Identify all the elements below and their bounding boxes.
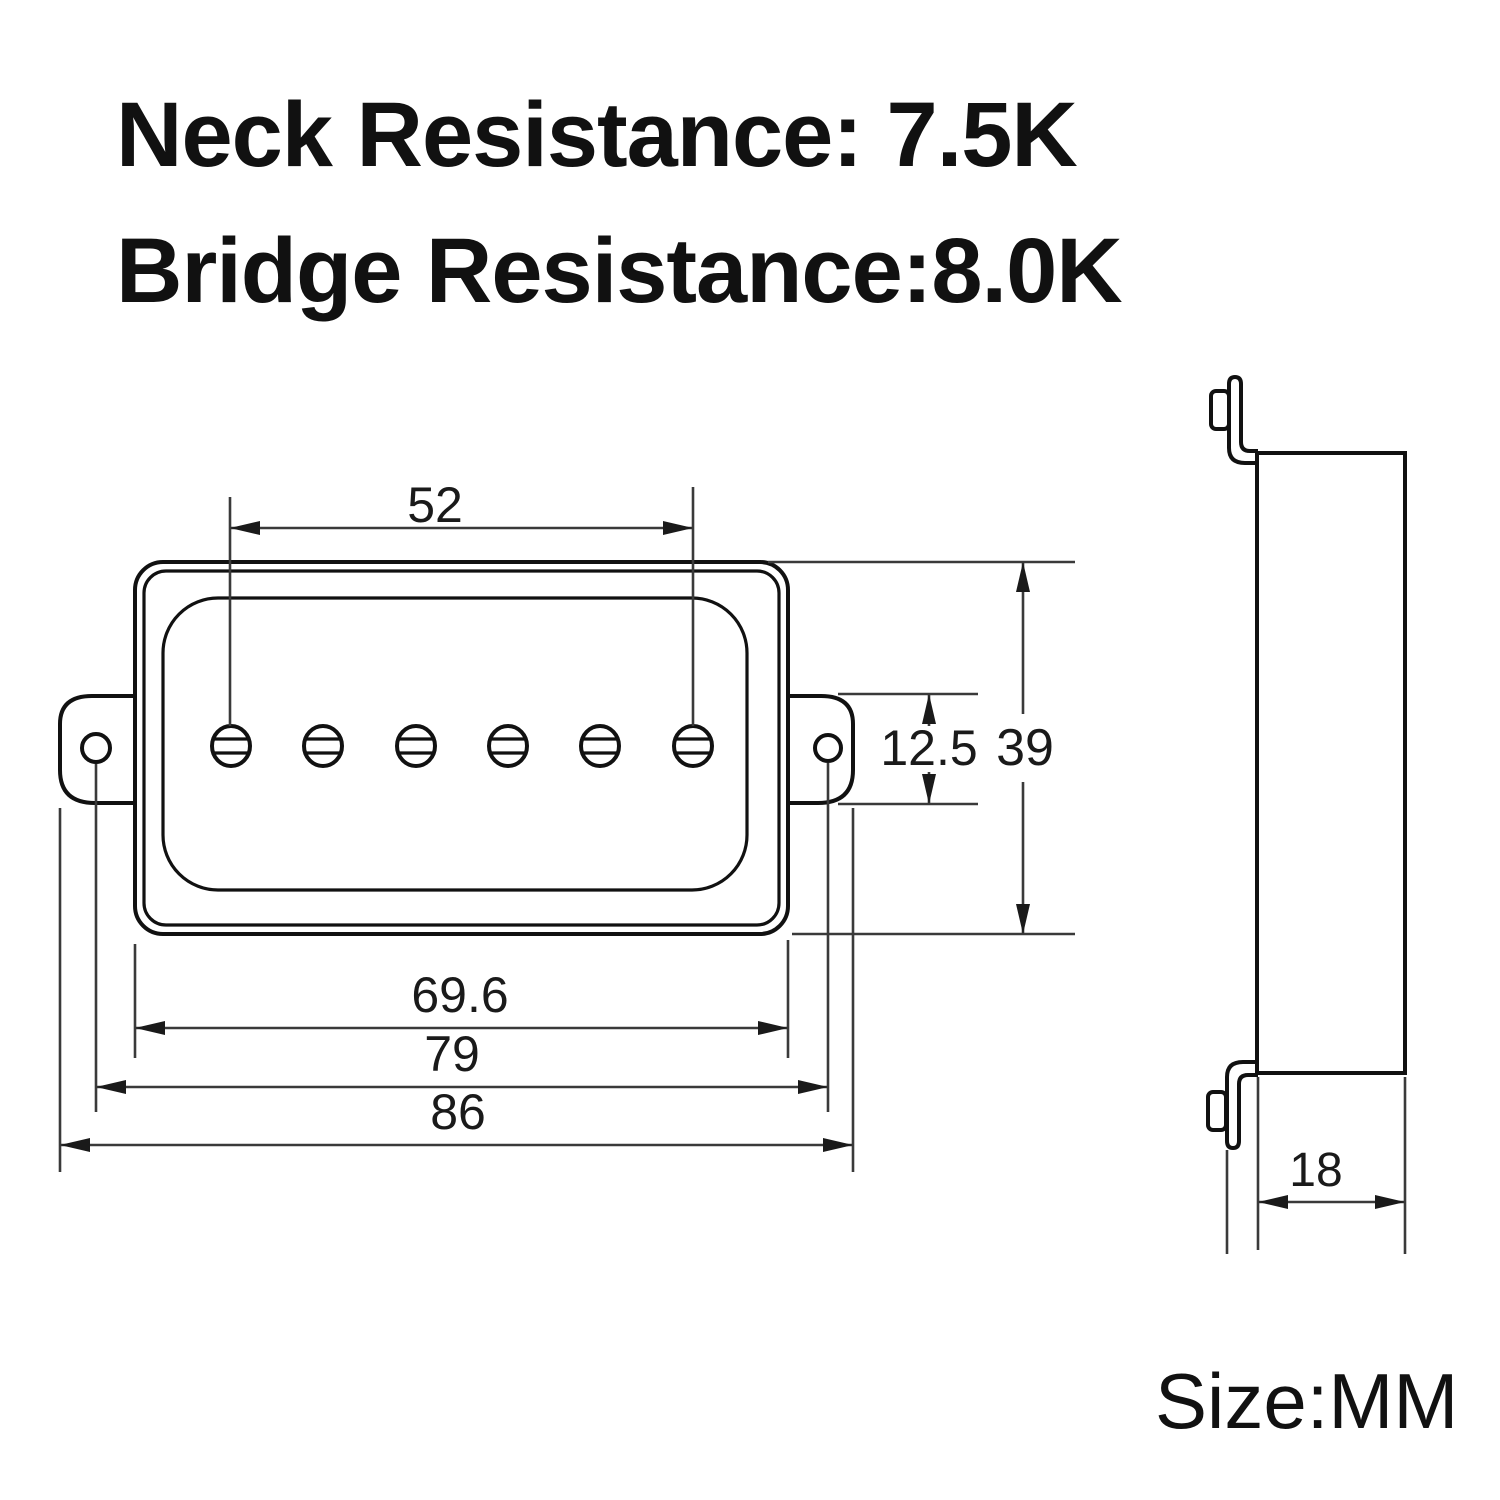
pole-outline xyxy=(487,724,529,768)
dimension-total-width: 86 xyxy=(58,808,855,1172)
dimension-pole-spacing: 52 xyxy=(228,477,695,726)
pole-piece-1 xyxy=(210,724,252,768)
pole-outline xyxy=(210,724,252,768)
dimension-value: 39 xyxy=(996,719,1054,777)
cover-outer-line xyxy=(133,560,790,936)
pole-piece-3 xyxy=(395,724,437,768)
dimension-value: 79 xyxy=(424,1026,480,1082)
bridge-resistance-title: Bridge Resistance:8.0K xyxy=(116,220,1122,322)
arrowhead-down xyxy=(1016,904,1030,934)
dimension-body-height: 39 xyxy=(768,560,1075,936)
arrowhead-right xyxy=(798,1080,828,1094)
arrowhead-up xyxy=(1016,562,1030,592)
right-screw-hole xyxy=(813,733,843,763)
side-body xyxy=(1255,451,1407,1075)
left-mounting-ear xyxy=(58,694,135,805)
dimension-ear-hole-height: 12.5 xyxy=(838,692,978,806)
right-mounting-ear xyxy=(788,694,855,805)
cover-inner-line xyxy=(142,569,781,927)
dimension-cover-width: 69.6 xyxy=(133,940,790,1058)
arrowhead-right xyxy=(758,1021,788,1035)
dimension-value: 86 xyxy=(430,1084,486,1140)
pole-outline xyxy=(672,724,714,768)
arrowhead-left xyxy=(60,1138,90,1152)
arrowhead-left xyxy=(230,521,260,535)
cover-top-face xyxy=(161,596,749,892)
arrowhead-right xyxy=(663,521,693,535)
bottom-bracket-screw xyxy=(1206,1090,1228,1132)
top-mounting-bracket xyxy=(1227,374,1258,465)
arrowhead-right xyxy=(823,1138,853,1152)
left-screw-hole xyxy=(80,732,112,764)
pole-outline xyxy=(302,724,344,768)
pole-piece-6 xyxy=(672,724,714,768)
pole-outline xyxy=(395,724,437,768)
bottom-mounting-bracket xyxy=(1225,1060,1258,1151)
dimension-value: 12.5 xyxy=(880,720,977,776)
pole-piece-4 xyxy=(487,724,529,768)
dimension-value: 69.6 xyxy=(411,967,508,1023)
pole-outline xyxy=(579,724,621,768)
arrowhead-right xyxy=(1375,1195,1405,1209)
arrowhead-up xyxy=(922,694,936,724)
pole-piece-2 xyxy=(302,724,344,768)
top-bracket-screw xyxy=(1209,389,1231,431)
dimension-screw-hole-spacing: 79 xyxy=(94,763,830,1112)
pickup-side-view xyxy=(1206,374,1407,1151)
dimension-value: 52 xyxy=(407,477,463,533)
units-label: Size:MM xyxy=(1155,1357,1458,1445)
dimension-value: 18 xyxy=(1289,1144,1342,1197)
dimension-depth: 18 xyxy=(1225,1077,1407,1254)
arrowhead-left xyxy=(135,1021,165,1035)
pickup-front-view xyxy=(58,560,855,936)
neck-resistance-title: Neck Resistance: 7.5K xyxy=(116,84,1077,186)
arrowhead-left xyxy=(96,1080,126,1094)
arrowhead-down xyxy=(922,774,936,804)
pole-piece-5 xyxy=(579,724,621,768)
arrowhead-left xyxy=(1258,1195,1288,1209)
